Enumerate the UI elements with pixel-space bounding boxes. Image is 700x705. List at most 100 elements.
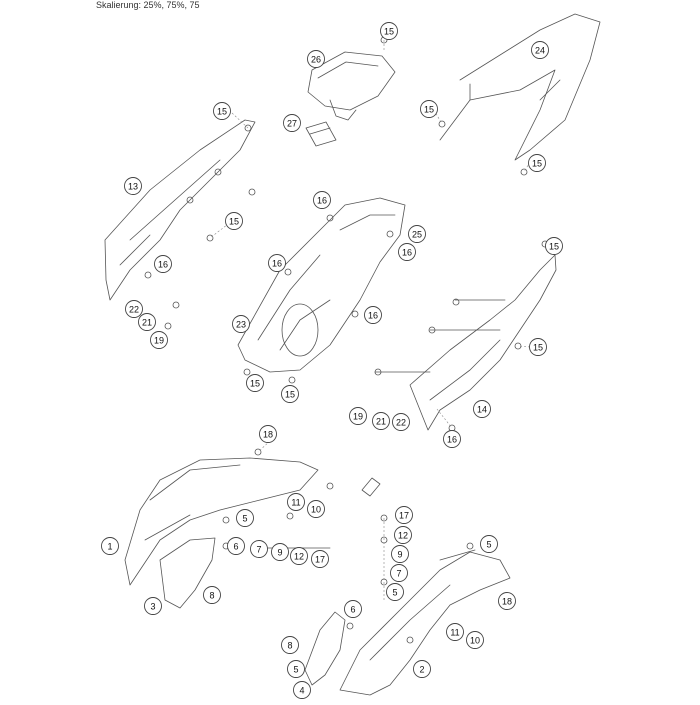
callout-number: 5 [392,587,397,597]
callout-c-16-d: 16 [268,254,286,272]
part-3-cover-drawing [159,537,216,609]
callout-c-21-b: 21 [372,412,390,430]
callout-c-10-b: 10 [466,631,484,649]
callout-circle [268,254,286,272]
callout-number: 15 [285,389,295,399]
part-26-bracket-drawing [307,51,396,121]
callout-circle [150,331,168,349]
callout-number: 22 [129,304,139,314]
callout-circle [307,50,325,68]
callout-c-18-a: 18 [259,425,277,443]
callout-circle [281,636,299,654]
callout-number: 15 [533,342,543,352]
callout-circle [446,623,464,641]
callout-c-22-b: 22 [392,413,410,431]
callout-c-16-f: 16 [443,430,461,448]
callout-c-16-b: 16 [313,191,331,209]
callout-circle [466,631,484,649]
callout-number: 15 [384,26,394,36]
callout-c-26: 26 [307,50,325,68]
callout-c-16-e: 16 [364,306,382,324]
callout-circle [529,338,547,356]
callout-number: 10 [311,504,321,514]
callout-c-15-e: 15 [225,212,243,230]
callout-c-11-b: 11 [446,623,464,641]
callout-number: 16 [402,247,412,257]
callout-circle [125,300,143,318]
callout-c-2: 2 [413,660,431,678]
part-1-fairing-drawing [124,457,319,586]
callout-circle [144,597,162,615]
callout-circle [227,537,245,555]
callout-circle [390,564,408,582]
callout-circle [203,586,221,604]
callout-c-18-b: 18 [498,592,516,610]
callout-c-17-a: 17 [311,550,329,568]
callout-number: 21 [142,317,152,327]
callout-number: 7 [256,544,261,554]
callout-circle [101,537,119,555]
callout-c-10-a: 10 [307,500,325,518]
part-14-panel-drawing [374,254,557,431]
callout-c-5-b: 5 [480,535,498,553]
callout-number: 1 [107,541,112,551]
callout-c-14: 14 [473,400,491,418]
callout-circle [281,385,299,403]
part-13-panel-drawing [104,119,256,301]
callout-circle [473,400,491,418]
callout-circle [287,660,305,678]
callout-number: 9 [277,547,282,557]
callout-number: 19 [353,411,363,421]
callout-circle [480,535,498,553]
callout-number: 6 [233,541,238,551]
callout-number: 16 [368,310,378,320]
callout-number: 18 [263,429,273,439]
callout-c-3: 3 [144,597,162,615]
callout-circle [443,430,461,448]
callout-number: 8 [287,640,292,650]
callout-number: 8 [209,590,214,600]
callout-circle [232,315,250,333]
callout-c-13: 13 [124,177,142,195]
callout-c-1: 1 [101,537,119,555]
callout-circle [498,592,516,610]
part-24-tail-drawing [439,13,601,161]
callout-c-12-a: 12 [290,547,308,565]
callout-circle [246,374,264,392]
callout-number: 15 [549,241,559,251]
callout-c-15-h: 15 [545,237,563,255]
callout-circle [313,191,331,209]
callout-number: 19 [154,335,164,345]
callout-c-5-c: 5 [386,583,404,601]
callout-circle [349,407,367,425]
callout-number: 7 [396,568,401,578]
callout-number: 23 [236,319,246,329]
callout-circle [271,543,289,561]
callout-number: 16 [317,195,327,205]
callout-number: 11 [291,497,300,507]
callout-c-21-a: 21 [138,313,156,331]
callout-number: 14 [477,404,487,414]
part-23-subframe-drawing [237,197,406,373]
callout-number: 12 [398,530,408,540]
callout-circle [391,545,409,563]
callout-number: 4 [299,685,304,695]
callout-circle [154,255,172,273]
callout-circle [386,583,404,601]
callout-c-24: 24 [531,41,549,59]
callout-c-15-g: 15 [281,385,299,403]
callout-c-22-a: 22 [125,300,143,318]
callout-number: 25 [412,229,422,239]
callout-circle [394,526,412,544]
callout-number: 27 [287,118,297,128]
callout-circle [531,41,549,59]
callout-c-7-b: 7 [390,564,408,582]
callout-number: 15 [532,158,542,168]
part-27-clip-drawing [305,121,337,147]
callout-circle [528,154,546,172]
callout-number: 6 [350,604,355,614]
scaling-note: Skalierung: 25%, 75%, 75 [96,0,200,10]
callout-number: 15 [217,106,227,116]
callout-c-8-b: 8 [281,636,299,654]
callout-circle [380,22,398,40]
